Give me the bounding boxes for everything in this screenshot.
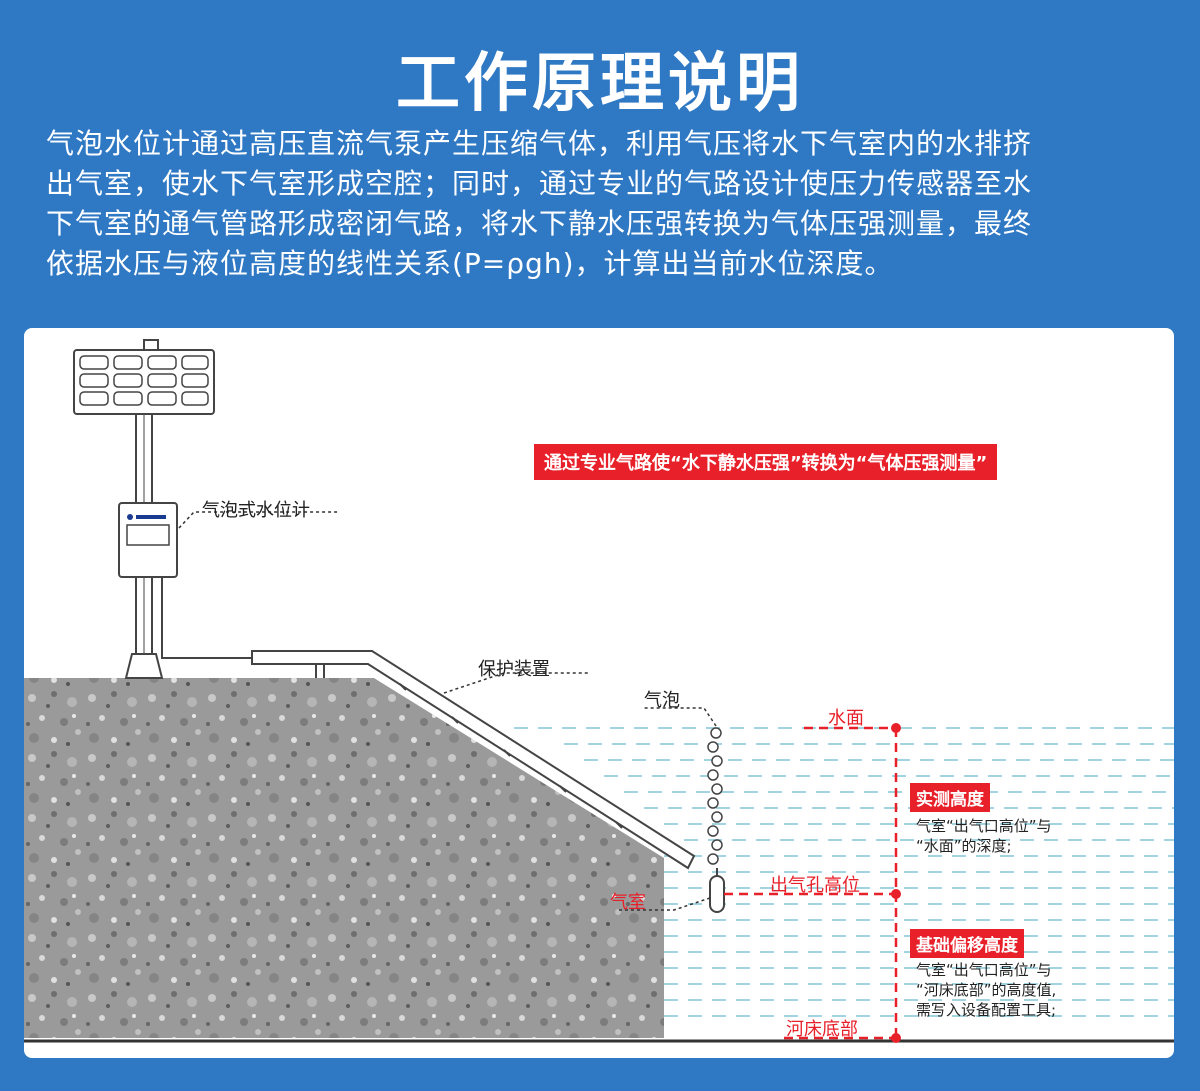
meter-label: 气泡式水位计 (202, 500, 310, 521)
intro-paragraph: 气泡水位计通过高压直流气泵产生压缩气体，利用气压将水下气室内的水排挤 出气室，使… (46, 124, 1156, 284)
desc-line: 气室“出气口高位”与 (916, 961, 1052, 979)
air-pipe (161, 577, 254, 659)
leader-lines (178, 511, 717, 911)
intro-line: 下气室的通气管路形成密闭气路，将水下静水压强转换为气体压强测量，最终 (46, 207, 1033, 240)
desc-line: 需写入设备配置工具; (916, 1001, 1057, 1019)
base-offset-tag: 基础偏移高度 (910, 929, 1024, 958)
diagram-panel: 通过专业气路使“水下静水压强”转换为“气体压强测量” 气泡式水位计 保护装置 气… (24, 328, 1174, 1058)
bubble-column (707, 727, 723, 865)
intro-line: 依据水压与液位高度的线性关系(P=ρgh)，计算出当前水位深度。 (46, 247, 894, 280)
solar-panel-icon (73, 339, 215, 415)
chamber-label: 气室 (610, 892, 646, 913)
bubble-water-level-meter (118, 502, 178, 578)
outlet-level-label: 出气孔高位 (770, 875, 860, 896)
water-region (514, 727, 1174, 1017)
diagram-svg (24, 339, 1174, 1043)
desc-line: “河床底部”的高度值, (916, 981, 1057, 999)
air-chamber (709, 875, 725, 913)
mounting-pole (124, 413, 164, 679)
intro-line: 出气室，使水下气室形成空腔；同时，通过专业的气路设计使压力传感器至水 (46, 167, 1033, 200)
measurement-lines (724, 726, 898, 1040)
principle-banner: 通过专业气路使“水下静水压强”转换为“气体压强测量” (534, 444, 998, 480)
desc-line: “水面”的深度; (916, 837, 1012, 855)
protection-label: 保护装置 (478, 659, 550, 680)
base-offset-desc: 气室“出气口高位”与 “河床底部”的高度值, 需写入设备配置工具; (916, 960, 1056, 1020)
protection-device (251, 650, 696, 870)
water-surface-label: 水面 (828, 708, 864, 729)
gravel-slope (24, 678, 664, 1038)
riverbed-label: 河床底部 (786, 1019, 858, 1040)
measured-height-tag: 实测高度 (910, 783, 990, 812)
measured-height-desc: 气室“出气口高位”与 “水面”的深度; (916, 816, 1052, 856)
page-title: 工作原理说明 (396, 47, 804, 121)
measurement-dots (891, 723, 901, 1043)
bubble-label: 气泡 (644, 690, 680, 711)
intro-line: 气泡水位计通过高压直流气泵产生压缩气体，利用气压将水下气室内的水排挤 (46, 127, 1033, 160)
desc-line: 气室“出气口高位”与 (916, 817, 1052, 835)
